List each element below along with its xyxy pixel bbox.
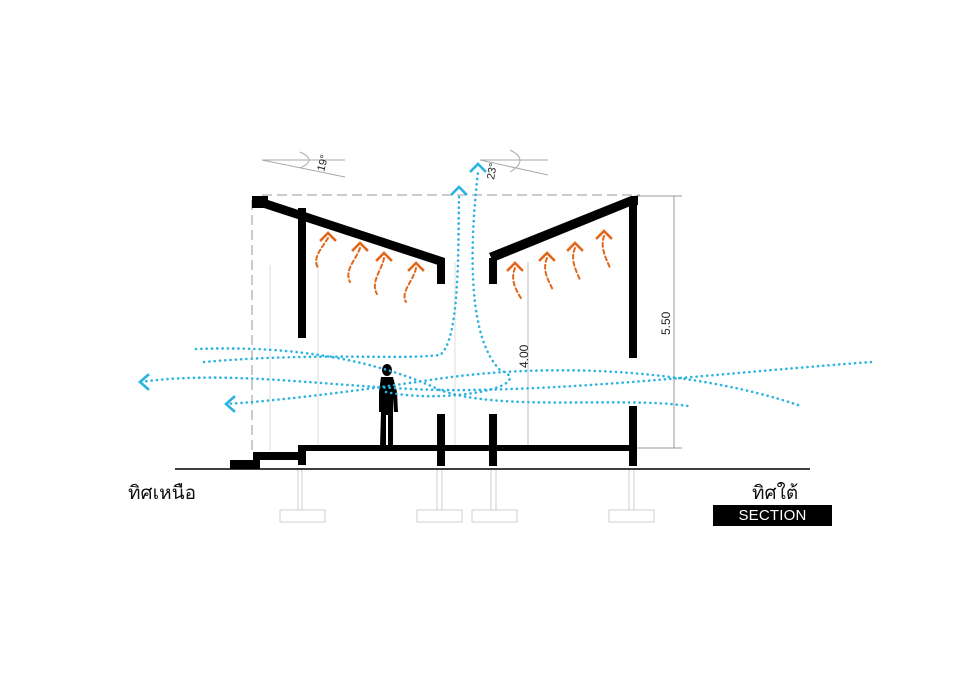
right-wall-upper [629, 200, 637, 358]
entry-step-lower [230, 460, 260, 469]
interior-height-label: 4.00 [517, 344, 531, 368]
heat-arrow-7 [566, 241, 584, 252]
airflow-arrow-left-upper [138, 373, 150, 391]
right-roof-angle-indicator [479, 149, 549, 176]
left-roof-angle-indicator [261, 151, 346, 178]
left-clerestory-wall [437, 258, 445, 284]
heat-path-2 [347, 247, 361, 283]
airflow-path-5 [384, 170, 511, 398]
heat-path-7 [572, 247, 581, 281]
floor-slab [298, 445, 637, 451]
airflow-arrow-up-right [469, 162, 487, 173]
left-floor-post [298, 445, 306, 465]
airflow-arrow-left-lower [224, 395, 236, 413]
center-column-left [437, 414, 445, 466]
heat-arrow-6 [538, 251, 556, 262]
north-direction-label: ทิศเหนือ [128, 482, 197, 504]
right-clerestory-wall [489, 258, 497, 284]
heat-path-5 [512, 267, 523, 301]
airflow-path-2 [224, 368, 800, 407]
airflow-path-1 [138, 360, 873, 392]
left-roof-angle: 19° [315, 154, 331, 173]
heat-paths [315, 235, 611, 303]
airflow-arrowheads [138, 162, 487, 413]
south-direction-label: ทิศใต้ [752, 482, 799, 504]
heat-path-6 [544, 257, 554, 291]
heat-arrow-3 [375, 251, 393, 262]
section-title-badge: SECTION [713, 505, 832, 526]
airflow-path-3 [194, 347, 690, 408]
heat-path-1 [315, 237, 329, 269]
heat-path-3 [373, 257, 385, 295]
heat-arrow-8 [595, 229, 613, 240]
roof-reference-dashed [251, 194, 640, 455]
heat-arrowheads [319, 229, 613, 272]
heat-arrow-2 [351, 241, 369, 252]
left-wall [298, 208, 306, 338]
person-silhouette [379, 364, 398, 447]
right-roof [489, 196, 638, 262]
heat-path-4 [403, 267, 417, 303]
left-roof [252, 196, 445, 266]
foundations [279, 468, 655, 523]
heat-path-8 [601, 235, 611, 269]
heat-arrow-5 [506, 261, 524, 272]
right-roof-angle: 23° [485, 162, 500, 180]
heat-arrow-1 [319, 231, 337, 242]
overall-height-label: 5.50 [659, 311, 673, 335]
airflow-arrow-up-center [450, 185, 468, 196]
right-wall-lower [629, 406, 637, 466]
entry-step-upper [253, 452, 301, 460]
center-column-right [489, 414, 497, 466]
airflow-paths [138, 170, 873, 408]
heat-arrow-4 [407, 261, 425, 272]
overall-height-dimension [634, 195, 682, 449]
building-structure [230, 196, 638, 469]
